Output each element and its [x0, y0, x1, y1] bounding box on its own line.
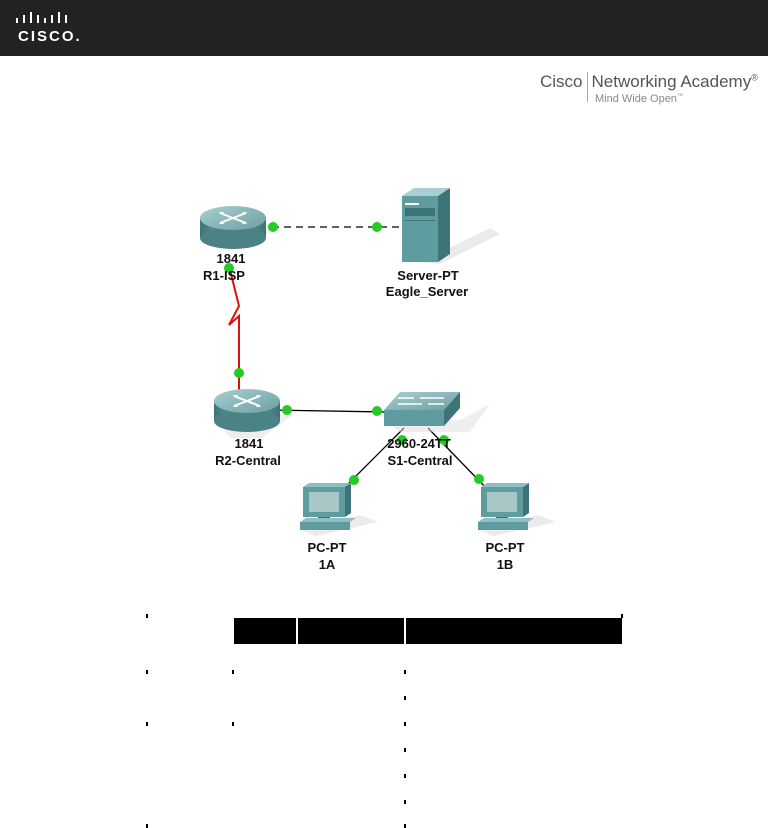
cisco-logo-text: CISCO.: [18, 28, 82, 45]
table-mark: [404, 696, 406, 700]
r2-model-label: 1841: [235, 436, 264, 451]
academy-tagline-wrap: Mind Wide Open™: [595, 93, 683, 105]
table-mark: [146, 614, 148, 618]
router-r1-icon: [200, 206, 280, 249]
academy-tm: ™: [676, 93, 683, 100]
academy-product: Networking Academy: [591, 72, 752, 91]
pc-1b-icon: [478, 483, 556, 536]
academy-registered: ®: [751, 72, 758, 83]
r1-model-label: 1841: [217, 251, 246, 266]
table-mark: [404, 774, 406, 778]
cisco-logo-icon: [16, 12, 67, 23]
server-icon: [402, 188, 500, 264]
academy-divider: [586, 72, 588, 102]
link-r1-r2-serial: [228, 265, 241, 392]
link-light-pc1b: [474, 474, 484, 484]
table-mark: [146, 824, 148, 828]
link-light-r1-server-a: [268, 222, 278, 232]
switch-s1-icon: [384, 392, 490, 432]
link-light-r1-serial: [224, 263, 234, 273]
server-model-label: Server-PT: [397, 268, 458, 283]
pc-1a-icon: [300, 483, 378, 536]
table-mark: [404, 748, 406, 752]
table-mark: [146, 670, 148, 674]
s1-name-label: S1-Central: [387, 453, 452, 468]
table-header-cell-2: [298, 618, 404, 644]
s1-model-label: 2960-24TT: [387, 436, 451, 451]
r2-name-label: R2-Central: [215, 453, 281, 468]
table-mark: [232, 670, 234, 674]
link-light-r2-s1-b: [372, 406, 382, 416]
table-mark: [146, 722, 148, 726]
table-mark: [404, 722, 406, 726]
link-light-r2-s1-a: [282, 405, 292, 415]
table-header-cell-3: [406, 618, 622, 644]
header-bar: CISCO.: [0, 0, 768, 56]
table-header-cell-1: [234, 618, 296, 644]
academy-brand: Cisco: [540, 72, 583, 91]
pc1b-model-label: PC-PT: [486, 540, 525, 555]
academy-tagline: Mind Wide Open: [595, 93, 677, 105]
pc1b-name-label: 1B: [497, 557, 514, 572]
table-mark: [621, 614, 623, 618]
table-mark: [404, 800, 406, 804]
table-mark: [404, 670, 406, 674]
link-light-s1-pc1a-a: [397, 435, 407, 445]
pc1a-name-label: 1A: [319, 557, 336, 572]
table-mark: [404, 824, 406, 828]
pc1a-model-label: PC-PT: [308, 540, 347, 555]
router-r2-icon: [214, 389, 294, 438]
networking-academy-logo: Cisco Networking Academy® Mind Wide Open™: [540, 72, 758, 105]
link-light-pc1a: [349, 475, 359, 485]
link-light-r2-serial: [234, 368, 244, 378]
link-light-s1-pc1b-a: [439, 435, 449, 445]
table-mark: [232, 722, 234, 726]
server-name-label: Eagle_Server: [386, 284, 468, 299]
r1-name-label: R1-ISP: [203, 268, 245, 283]
link-light-r1-server-b: [372, 222, 382, 232]
